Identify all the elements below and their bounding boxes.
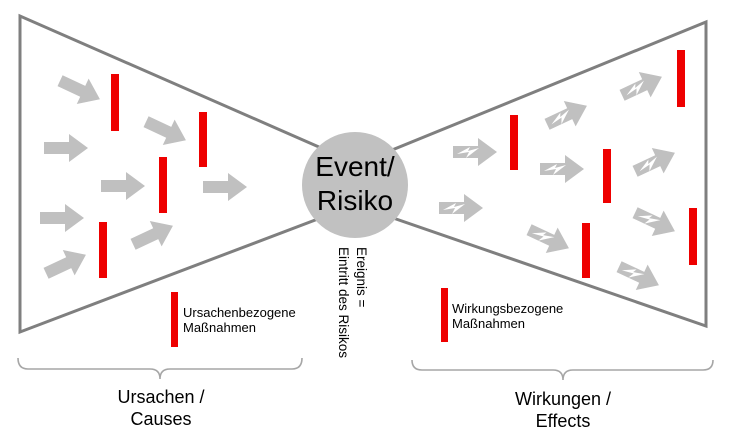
effect-lightning-arrow-icon <box>616 261 659 290</box>
effect-lightning-arrow-icon <box>439 194 483 222</box>
event-caption-line2: Eintritt des Risikos <box>336 247 351 359</box>
effect-barrier-bar <box>689 208 697 265</box>
effect-barrier-legend-bar <box>441 288 448 342</box>
causes-funnel-outline <box>18 13 361 335</box>
cause-arrows-layer <box>40 75 247 279</box>
cause-barrier-bar <box>199 112 207 167</box>
cause-arrow-icon <box>40 204 84 232</box>
event-node-circle <box>302 132 408 238</box>
cause-barrier-legend-label: Ursachenbezogene Maßnahmen <box>183 305 296 335</box>
causes-group-label: Ursachen / Causes <box>117 387 205 429</box>
cause-barrier-bar <box>159 157 167 213</box>
effects-brace <box>411 359 714 381</box>
cause-arrow-icon <box>43 250 86 279</box>
effect-barrier-bar <box>510 115 518 170</box>
causes-brace <box>17 357 303 380</box>
effects-funnel-outline <box>369 19 708 329</box>
cause-arrow-icon <box>44 134 88 162</box>
event-node-label-line2: Risiko <box>316 185 394 216</box>
effect-barrier-bar <box>603 149 611 203</box>
cause-barrier-bar <box>111 74 119 131</box>
effects-group-label: Wirkungen / Effects <box>514 389 612 431</box>
event-node-label: Event/ Risiko <box>275 150 435 218</box>
cause-barrier-bar <box>99 222 107 278</box>
cause-arrow-icon <box>101 172 145 200</box>
cause-arrow-icon <box>203 173 247 201</box>
effect-barrier-bar <box>677 50 685 107</box>
barriers-layer <box>99 50 697 278</box>
effect-lightning-arrow-icon <box>632 148 675 177</box>
cause-arrow-icon <box>57 75 100 104</box>
effect-barrier-bar <box>582 223 590 278</box>
effect-lightning-arrow-icon <box>619 72 662 101</box>
cause-arrow-icon <box>130 221 173 250</box>
cause-arrow-icon <box>143 116 186 145</box>
effect-lightning-arrow-icon <box>453 138 497 166</box>
effect-lightning-arrow-icon <box>526 224 569 253</box>
event-caption: Ereignis = Eintritt des Risikos <box>334 247 370 397</box>
effect-arrows-layer <box>439 72 675 290</box>
event-node-label-line1: Event/ <box>315 151 395 182</box>
effect-lightning-arrow-icon <box>544 101 587 130</box>
effect-lightning-arrow-icon <box>540 155 584 183</box>
effect-barrier-legend-label: Wirkungsbezogene Maßnahmen <box>452 301 564 331</box>
cause-barrier-legend-bar <box>171 292 178 347</box>
event-caption-line1: Ereignis = <box>354 247 369 308</box>
effect-lightning-arrow-icon <box>632 207 675 236</box>
